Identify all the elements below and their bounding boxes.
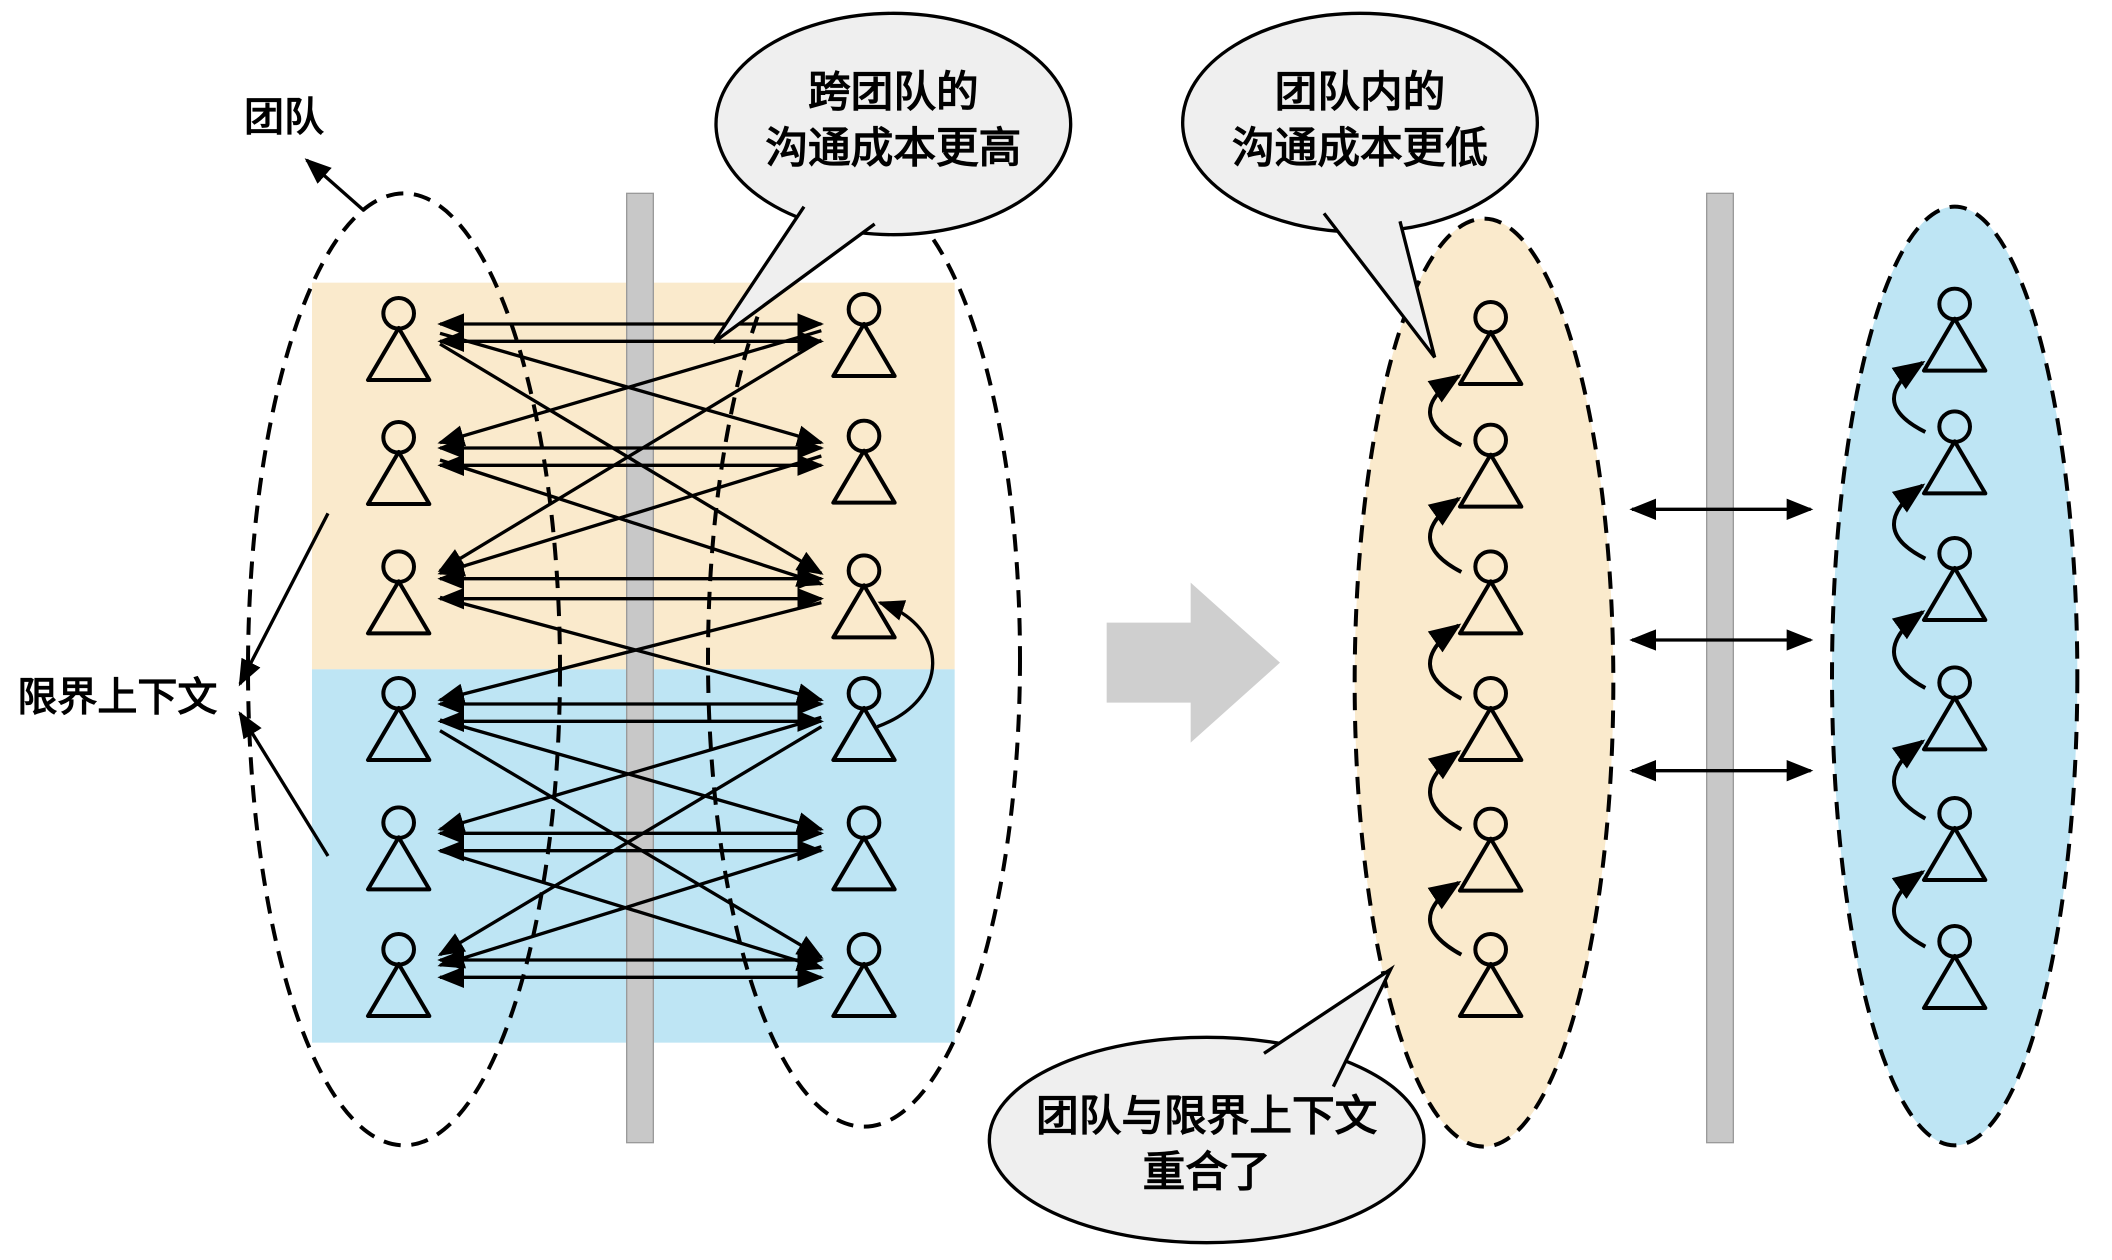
- speech-bubble-within-team: 团队内的 沟通成本更低: [1181, 11, 1539, 359]
- chain-arrow: [1427, 374, 1463, 448]
- bubble-tail: [1322, 212, 1437, 359]
- speech-bubble-overlap: 团队与限界上下文 重合了: [987, 964, 1426, 1245]
- comm-arrow: [437, 715, 822, 833]
- transform-arrow: [1106, 582, 1280, 743]
- comm-arrow: [439, 342, 824, 575]
- bubble-text-line1: 团队内的: [1275, 69, 1446, 117]
- bounded-context-arrow-bottom: [238, 711, 330, 857]
- chain-arrow: [1427, 880, 1463, 957]
- comm-arrow: [437, 845, 822, 969]
- bubble-shape: [987, 1035, 1426, 1245]
- chain-arrow: [1427, 750, 1463, 832]
- blue-team-ellipse: [1830, 204, 2080, 1148]
- team-label-arrow: [304, 158, 366, 212]
- right-team-ellipse: [705, 188, 1022, 1129]
- speech-bubble-cross-team: 跨团队的 沟通成本更高: [711, 11, 1073, 345]
- blue-team-chain-arrows: [1891, 360, 1927, 949]
- before-state: 团队 限界上下文: [17, 96, 1022, 1148]
- bubble-text-line2: 沟通成本更高: [765, 125, 1021, 173]
- comm-arrow: [437, 454, 822, 577]
- comm-arrow-curved: [876, 600, 935, 729]
- bubble-text-line2: 重合了: [1143, 1149, 1271, 1197]
- bubble-shape: [714, 11, 1073, 237]
- cross-wall-arrows: [1629, 498, 1814, 782]
- bubble-tail: [1263, 964, 1395, 1088]
- team-label: 团队: [244, 96, 325, 140]
- cross-team-arrows: [437, 313, 935, 988]
- comm-arrow: [437, 329, 822, 447]
- comm-arrow: [439, 458, 824, 587]
- bubble-shape: [1181, 11, 1539, 234]
- orange-team-chain-arrows: [1427, 374, 1463, 957]
- comm-arrow: [437, 601, 822, 705]
- orange-team-ellipse: [1352, 216, 1616, 1149]
- left-wall-bar: [625, 192, 654, 1144]
- bubble-text-line1: 团队与限界上下文: [1036, 1093, 1378, 1141]
- chain-arrow: [1891, 483, 1927, 561]
- after-state: [1352, 192, 2080, 1149]
- comm-arrow: [437, 338, 823, 573]
- chain-arrow: [1891, 870, 1927, 949]
- chain-arrow: [1427, 496, 1463, 574]
- comm-arrow: [437, 725, 823, 957]
- bubble-tail: [711, 205, 876, 345]
- comm-arrow: [439, 849, 824, 972]
- chain-arrow: [1891, 739, 1927, 821]
- bounded-context-label: 限界上下文: [17, 676, 217, 720]
- bounded-context-arrow-top: [238, 512, 330, 687]
- comm-arrow: [439, 595, 824, 705]
- chain-arrow: [1891, 610, 1927, 690]
- comm-arrow: [439, 729, 824, 959]
- bubble-text-line2: 沟通成本更低: [1232, 125, 1488, 173]
- chain-arrow: [1427, 623, 1463, 701]
- chain-arrow: [1891, 360, 1927, 434]
- right-wall-bar: [1706, 192, 1734, 1144]
- bubble-text-line1: 跨团队的: [808, 69, 979, 117]
